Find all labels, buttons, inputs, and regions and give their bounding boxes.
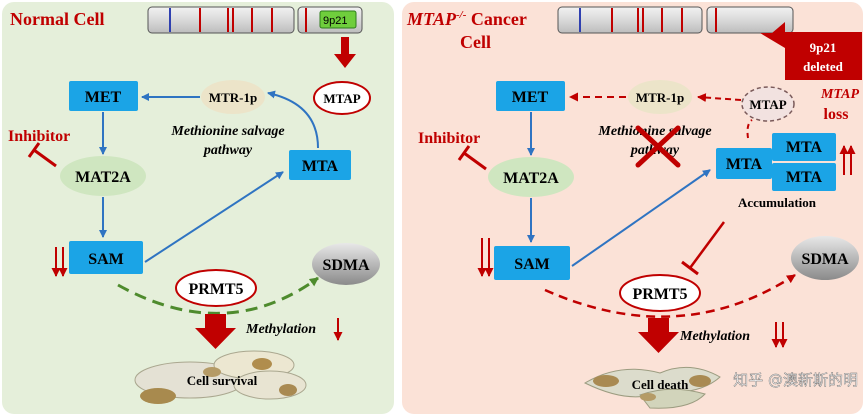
right-cells-illustration: [583, 366, 721, 409]
right-inhibitor-symbol: [457, 145, 487, 171]
right-mta-accumulation: MTA MTA MTA: [716, 133, 836, 191]
right-arrow-sam-mta: [571, 169, 711, 267]
right-outcome-arrow: [638, 318, 679, 353]
right-accumulation-label: Accumulation: [738, 195, 817, 210]
left-methylation-arc: [117, 276, 319, 315]
right-methylation-arc: [544, 273, 796, 318]
left-pathway-line1: Methionine salvage: [170, 124, 284, 139]
svg-text:SAM: SAM: [88, 251, 124, 268]
left-panel: [2, 2, 394, 414]
chromosome-9p21-band: [319, 10, 357, 29]
svg-text:MAT2A: MAT2A: [503, 170, 559, 187]
right-mta-inhibits-prmt5: [688, 221, 726, 269]
svg-text:MAT2A: MAT2A: [75, 169, 131, 186]
svg-text:SDMA: SDMA: [322, 257, 370, 274]
right-met-node: MET: [496, 81, 565, 111]
right-title-line1: MTAP-/- Cancer: [406, 9, 527, 29]
right-title-gene: MTAP: [406, 9, 457, 29]
left-title: Normal Cell: [10, 9, 104, 29]
right-title-superscript: -/-: [456, 9, 467, 21]
left-sam-decrease-arrows: [51, 247, 68, 277]
right-prmt5-node: PRMT5: [619, 274, 701, 312]
right-title-rest: Cancer: [466, 9, 526, 29]
svg-text:SAM: SAM: [514, 256, 550, 273]
right-mat2a-node: MAT2A: [488, 157, 574, 197]
left-cells-illustration: [134, 350, 307, 404]
right-mtap-loss-line1: MTAP: [820, 87, 860, 102]
left-mat2a-node: MAT2A: [60, 156, 146, 196]
right-pathway-line1: Methionine salvage: [597, 124, 711, 139]
svg-text:MTA: MTA: [786, 169, 823, 186]
right-mtap-loss-line2: loss: [824, 106, 849, 123]
left-outcome-arrow: [195, 314, 236, 349]
svg-text:MTR-1p: MTR-1p: [636, 90, 684, 105]
left-expression-arrow: [334, 37, 356, 68]
left-mta-node: MTA: [289, 150, 351, 180]
left-arrow-mta-mtr1p: [267, 90, 319, 149]
right-deletion-callout: 9p21 deleted: [760, 22, 862, 80]
left-mtr1p-node: MTR-1p: [201, 80, 265, 114]
svg-text:MTAP: MTAP: [749, 97, 786, 112]
svg-text:MTR-1p: MTR-1p: [209, 90, 257, 105]
left-sdma-node: SDMA: [312, 243, 380, 285]
left-inhibitor-label: Inhibitor: [8, 128, 70, 145]
left-pathway-line2: pathway: [203, 143, 253, 158]
right-methylation-label: Methylation: [679, 329, 750, 344]
svg-text:9p21: 9p21: [810, 40, 837, 55]
right-title-line2: Cell: [460, 32, 491, 52]
left-inhibitor-symbol: [27, 142, 57, 168]
right-sam-decrease-arrows: [477, 238, 494, 277]
right-mta-increase-arrows: [839, 145, 856, 175]
svg-text:deleted: deleted: [803, 59, 843, 74]
right-inhibitor-label: Inhibitor: [418, 130, 480, 147]
left-arrow-sam-mta: [144, 171, 284, 263]
right-arrow-mta-mtap: [746, 119, 753, 139]
right-inhibition-bar: [681, 260, 699, 276]
right-methylation-down-arrows: [771, 322, 788, 348]
left-methylation-label: Methylation: [245, 322, 316, 337]
left-prmt5-node: PRMT5: [175, 269, 257, 307]
svg-text:MET: MET: [512, 89, 549, 106]
svg-text:MTA: MTA: [726, 156, 763, 173]
svg-text:PRMT5: PRMT5: [632, 286, 687, 303]
svg-text:MET: MET: [85, 89, 122, 106]
right-arrow-mtap-mtr1p: [697, 93, 742, 103]
watermark-text: 知乎 @澳新斯的明: [733, 371, 858, 389]
left-mtap-node: MTAP: [313, 81, 371, 115]
svg-text:MTA: MTA: [302, 158, 339, 175]
left-chromosome: 9p21: [147, 6, 363, 34]
left-outcome-label: Cell survival: [187, 373, 258, 388]
svg-text:PRMT5: PRMT5: [188, 281, 243, 298]
right-outcome-label: Cell death: [632, 377, 689, 392]
svg-text:SDMA: SDMA: [801, 251, 849, 268]
right-sam-node: SAM: [494, 246, 570, 280]
right-chromosome: [557, 6, 794, 34]
right-sdma-node: SDMA: [791, 236, 859, 280]
chromosome-9p21-label: 9p21: [323, 15, 347, 27]
right-mtr1p-node: MTR-1p: [628, 80, 692, 114]
svg-text:MTA: MTA: [786, 139, 823, 156]
right-mtap-node: MTAP: [741, 86, 795, 122]
left-sam-node: SAM: [69, 241, 143, 274]
left-met-node: MET: [69, 81, 138, 111]
svg-text:MTAP: MTAP: [323, 91, 360, 106]
right-pathway-blocked-x: [635, 125, 681, 168]
